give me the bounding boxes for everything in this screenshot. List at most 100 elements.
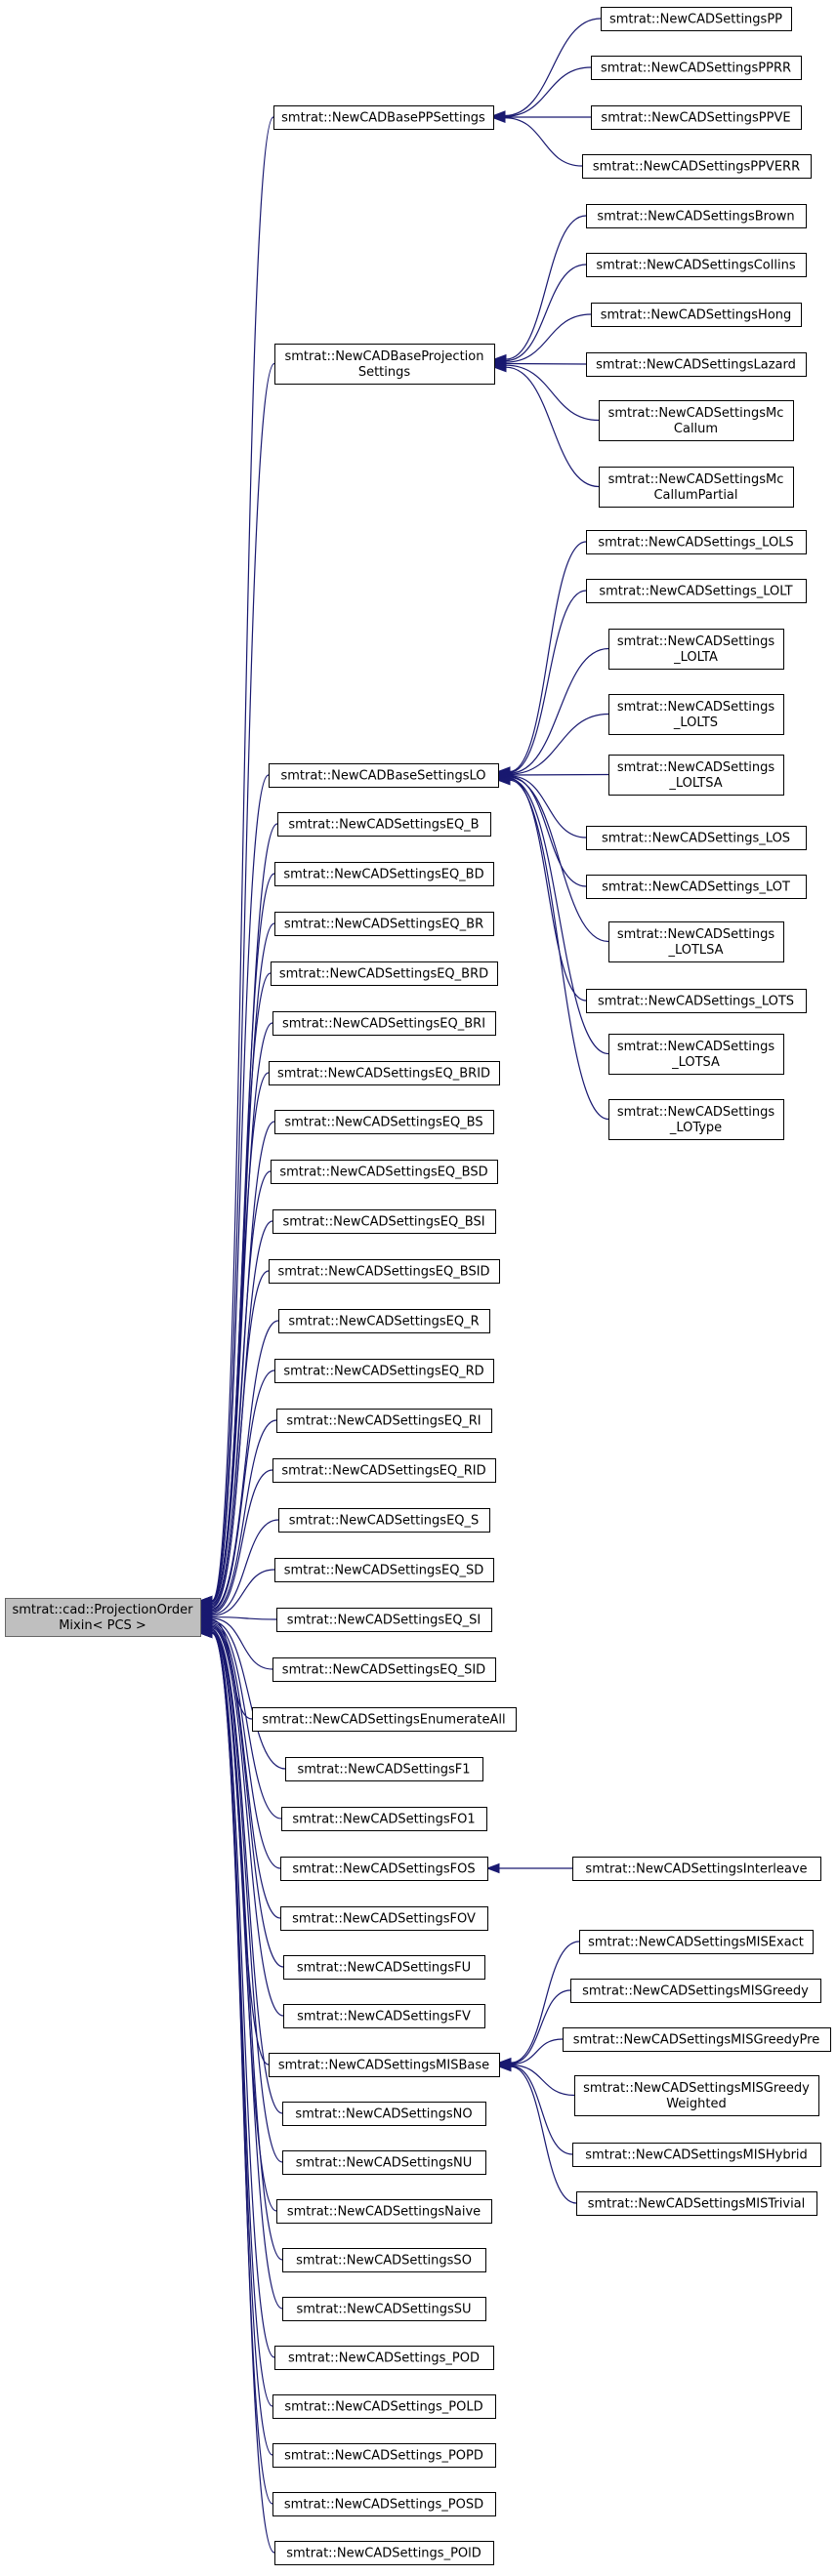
class-node-ppve[interactable]: smtrat::NewCADSettingsPPVE — [591, 105, 802, 130]
class-node-eq-s[interactable]: smtrat::NewCADSettingsEQ_S — [278, 1508, 490, 1533]
class-name-label: smtrat::NewCADSettings — [617, 700, 775, 715]
class-node-fov[interactable]: smtrat::NewCADSettingsFOV — [280, 1906, 488, 1931]
class-box — [274, 2346, 494, 2370]
class-node-eq-bd[interactable]: smtrat::NewCADSettingsEQ_BD — [274, 862, 494, 886]
class-node-pp[interactable]: smtrat::NewCADSettingsPP — [601, 7, 792, 31]
class-node-eq-bsid[interactable]: smtrat::NewCADSettingsEQ_BSID — [269, 1259, 500, 1284]
class-box — [586, 875, 807, 899]
class-name-label: smtrat::NewCADSettingsFOV — [292, 1912, 476, 1927]
class-box — [272, 2394, 496, 2419]
edge-eq-brid-to-root — [211, 1072, 270, 1603]
class-node-mis-trivial[interactable]: smtrat::NewCADSettingsMISTrivial — [576, 2191, 817, 2216]
class-node-poid[interactable]: smtrat::NewCADSettings_POlD — [274, 2541, 494, 2565]
class-node-eq-brid[interactable]: smtrat::NewCADSettingsEQ_BRID — [269, 1061, 500, 1085]
class-node-eq-r[interactable]: smtrat::NewCADSettingsEQ_R — [278, 1309, 490, 1333]
class-node-ppverr[interactable]: smtrat::NewCADSettingsPPVERR — [582, 154, 812, 179]
class-node-nu[interactable]: smtrat::NewCADSettingsNU — [282, 2150, 486, 2175]
class-node-hong[interactable]: smtrat::NewCADSettingsHong — [591, 303, 802, 327]
class-box — [269, 1061, 500, 1085]
class-node-lotype[interactable]: smtrat::NewCADSettings_LOType — [608, 1099, 784, 1140]
class-node-eq-bs[interactable]: smtrat::NewCADSettingsEQ_BS — [274, 1110, 494, 1134]
class-box — [272, 1209, 496, 1234]
class-node-posd[interactable]: smtrat::NewCADSettings_POSD — [272, 2492, 496, 2516]
class-box — [586, 253, 807, 277]
class-node-interleave[interactable]: smtrat::NewCADSettingsInterleave — [572, 1857, 821, 1881]
class-node-lolta[interactable]: smtrat::NewCADSettings_LOLTA — [608, 629, 784, 670]
class-node-eq-bri[interactable]: smtrat::NewCADSettingsEQ_BRI — [272, 1011, 496, 1036]
class-node-fv[interactable]: smtrat::NewCADSettingsFV — [283, 2004, 485, 2028]
class-node-eq-sd[interactable]: smtrat::NewCADSettingsEQ_SD — [274, 1558, 494, 1582]
class-box — [269, 763, 499, 788]
class-node-mis-greedy[interactable]: smtrat::NewCADSettingsMISGreedy — [570, 1979, 821, 2003]
class-node-fu[interactable]: smtrat::NewCADSettingsFU — [283, 1955, 485, 1980]
class-node-lo-base[interactable]: smtrat::NewCADBaseSettingsLO — [269, 763, 499, 788]
class-box — [276, 2199, 492, 2224]
arrowhead-ppverr-to-pp-base — [491, 112, 506, 123]
class-node-lots[interactable]: smtrat::NewCADSettings_LOTS — [586, 989, 807, 1013]
class-node-lot[interactable]: smtrat::NewCADSettings_LOT — [586, 875, 807, 899]
class-node-popd[interactable]: smtrat::NewCADSettings_POPD — [272, 2443, 496, 2468]
class-node-pprr[interactable]: smtrat::NewCADSettingsPPRR — [591, 56, 802, 80]
edge-mccallump-to-proj-base — [505, 366, 600, 488]
class-node-lazard[interactable]: smtrat::NewCADSettingsLazard — [586, 352, 807, 377]
edge-mis-trivial-to-mis-base — [510, 2065, 577, 2204]
class-node-eq-ri[interactable]: smtrat::NewCADSettingsEQ_RI — [276, 1409, 492, 1433]
class-node-eq-brd[interactable]: smtrat::NewCADSettingsEQ_BRD — [271, 961, 498, 986]
class-box — [280, 1906, 488, 1931]
class-name-label: smtrat::NewCADSettingsEQ_RD — [283, 1365, 483, 1379]
edge-pod-to-root — [211, 1632, 275, 2358]
arrowhead-mis-trivial-to-mis-base — [497, 2061, 512, 2072]
class-node-eq-rid[interactable]: smtrat::NewCADSettingsEQ_RID — [272, 1458, 496, 1483]
class-node-mis-exact[interactable]: smtrat::NewCADSettingsMISExact — [579, 1930, 814, 1954]
class-node-lotlsa[interactable]: smtrat::NewCADSettings_LOTLSA — [608, 921, 784, 962]
class-node-pold[interactable]: smtrat::NewCADSettings_POLD — [272, 2394, 496, 2419]
class-node-mis-hybrid[interactable]: smtrat::NewCADSettingsMISHybrid — [572, 2143, 821, 2167]
class-node-los[interactable]: smtrat::NewCADSettings_LOS — [586, 826, 807, 850]
class-box — [272, 1011, 496, 1036]
class-node-f1[interactable]: smtrat::NewCADSettingsF1 — [285, 1757, 483, 1781]
class-node-eq-bsd[interactable]: smtrat::NewCADSettingsEQ_BSD — [271, 1160, 498, 1184]
class-node-fo1[interactable]: smtrat::NewCADSettingsFO1 — [281, 1807, 487, 1831]
class-node-su[interactable]: smtrat::NewCADSettingsSU — [282, 2297, 486, 2321]
class-node-naive[interactable]: smtrat::NewCADSettingsNaive — [276, 2199, 492, 2224]
class-node-eq-rd[interactable]: smtrat::NewCADSettingsEQ_RD — [274, 1359, 494, 1383]
class-node-pp-base[interactable]: smtrat::NewCADBasePPSettings — [273, 105, 494, 130]
class-node-mis-greedypre[interactable]: smtrat::NewCADSettingsMISGreedyPre — [563, 2027, 831, 2052]
edge-eq-si-to-root — [211, 1615, 277, 1620]
class-node-eq-br[interactable]: smtrat::NewCADSettingsEQ_BR — [274, 912, 494, 936]
class-node-eq-si[interactable]: smtrat::NewCADSettingsEQ_SI — [276, 1608, 492, 1632]
edge-collins-to-proj-base — [505, 264, 587, 362]
class-name-label: smtrat::NewCADSettingsPPVERR — [593, 160, 800, 175]
class-node-lols[interactable]: smtrat::NewCADSettings_LOLS — [586, 530, 807, 554]
class-node-lotsa[interactable]: smtrat::NewCADSettings_LOTSA — [608, 1034, 784, 1075]
edge-fu-to-root — [211, 1625, 284, 1968]
class-node-eq-b[interactable]: smtrat::NewCADSettingsEQ_B — [277, 812, 491, 837]
class-box — [282, 2102, 486, 2126]
class-node-lolts[interactable]: smtrat::NewCADSettings_LOLTS — [608, 694, 784, 735]
edge-lolta-to-lo-base — [509, 647, 609, 774]
class-node-so[interactable]: smtrat::NewCADSettingsSO — [282, 2248, 486, 2272]
class-node-eq-sid[interactable]: smtrat::NewCADSettingsEQ_SID — [272, 1657, 496, 1682]
class-node-pod[interactable]: smtrat::NewCADSettings_POD — [274, 2346, 494, 2370]
class-name-label: Weighted — [666, 2097, 727, 2111]
class-node-collins[interactable]: smtrat::NewCADSettingsCollins — [586, 253, 807, 277]
edge-eq-brd-to-root — [211, 972, 272, 1602]
class-node-brown[interactable]: smtrat::NewCADSettingsBrown — [586, 204, 807, 228]
class-node-fos[interactable]: smtrat::NewCADSettingsFOS — [280, 1857, 488, 1881]
class-node-lolt[interactable]: smtrat::NewCADSettings_LOLT — [586, 579, 807, 603]
class-node-no[interactable]: smtrat::NewCADSettingsNO — [282, 2102, 486, 2126]
class-box — [282, 2297, 486, 2321]
class-node-loltsa[interactable]: smtrat::NewCADSettings_LOLTSA — [608, 755, 784, 796]
class-node-enumall[interactable]: smtrat::NewCADSettingsEnumerateAll — [252, 1707, 517, 1732]
class-node-mis-base[interactable]: smtrat::NewCADSettingsMISBase — [269, 2053, 500, 2077]
edge-fo1-to-root — [211, 1621, 282, 1820]
class-name-label: smtrat::NewCADSettingsSO — [296, 2254, 472, 2269]
class-name-label: smtrat::NewCADSettingsEQ_RID — [281, 1464, 485, 1479]
class-node-eq-bsi[interactable]: smtrat::NewCADSettingsEQ_BSI — [272, 1209, 496, 1234]
edge-hong-to-proj-base — [505, 313, 592, 363]
edge-eq-r-to-root — [211, 1320, 279, 1610]
